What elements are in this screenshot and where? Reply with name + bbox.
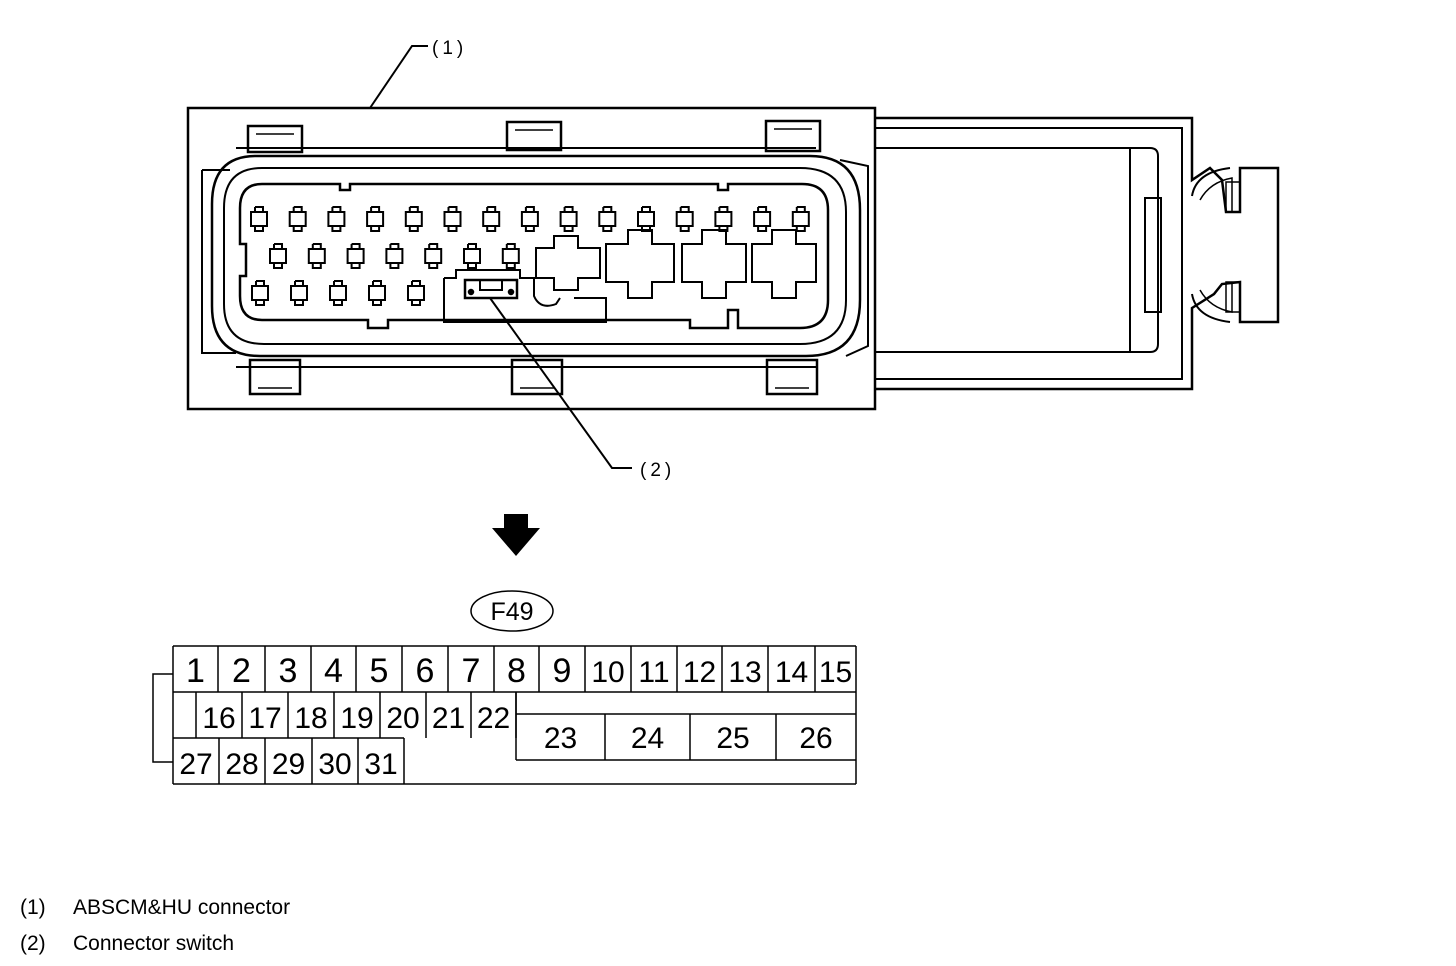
terminal-cavity [753, 206, 772, 232]
legend-item-number: (2) [20, 932, 46, 955]
pin-number: 15 [819, 656, 852, 689]
terminal-cavity [307, 243, 326, 269]
pin-cavity [238, 182, 830, 330]
terminal-cavity [327, 206, 346, 232]
pin-number: 22 [477, 702, 510, 735]
connector-face-outer [210, 154, 862, 358]
legend: (1) ABSCM&HU connector (2) Connector swi… [20, 890, 290, 962]
pin-number: 6 [416, 652, 435, 690]
terminal-cavity [791, 206, 810, 232]
pin-number: 8 [507, 652, 526, 690]
connector-id-badge: F49 [470, 590, 554, 632]
callout-1-label: (1) [432, 38, 467, 59]
legend-item-number: (1) [20, 896, 46, 919]
terminal-cavity [598, 206, 617, 232]
terminal-cavity [463, 243, 481, 269]
legend-item: (1) ABSCM&HU connector [20, 890, 290, 926]
terminal-cavity [251, 280, 269, 306]
pin-number: 2 [232, 652, 251, 690]
terminal-cavity [675, 206, 694, 232]
pin-number: 11 [638, 656, 669, 689]
pin-number: 18 [294, 702, 327, 735]
terminal-cavity [443, 206, 462, 232]
pin-number: 1 [186, 652, 205, 690]
pin-number: 30 [318, 748, 351, 781]
terminal-cavity [714, 206, 733, 232]
pin-number: 24 [631, 722, 664, 755]
pin-number: 16 [202, 702, 235, 735]
terminal-cavity [424, 243, 443, 269]
callout-2: (2) [489, 297, 675, 481]
terminal-cavity [407, 280, 425, 306]
terminal-cavity [404, 206, 423, 232]
terminal-cavity [269, 243, 287, 269]
abscm-hu-connector-drawing [186, 106, 1280, 411]
pin-number: 4 [324, 652, 343, 690]
pin-number: 9 [553, 652, 572, 690]
pin-number: 12 [683, 656, 716, 689]
connector-housing [186, 106, 877, 411]
pin-number: 20 [386, 702, 419, 735]
pin-number: 25 [716, 722, 749, 755]
pin-number: 23 [544, 722, 577, 755]
top-latches [246, 119, 822, 154]
terminal-cavity [637, 206, 655, 232]
terminal-cavity [385, 243, 404, 269]
terminal-cavity [482, 206, 501, 232]
legend-item: (2) Connector switch [20, 926, 290, 962]
pin-number: 28 [225, 748, 258, 781]
pin-number: 27 [179, 748, 212, 781]
callout-2-label: (2) [640, 460, 675, 481]
pin-number: 21 [432, 702, 465, 735]
pin-number: 3 [279, 652, 298, 690]
pin-number: 26 [799, 722, 832, 755]
pin-number: 5 [370, 652, 389, 690]
pin-number: 13 [728, 656, 761, 689]
terminal-cavity [290, 280, 308, 306]
pin-number: 14 [775, 656, 808, 689]
connector-lever [875, 116, 1280, 391]
bottom-latches [248, 358, 819, 396]
pin-number: 17 [248, 702, 281, 735]
terminal-cavity [288, 206, 307, 232]
terminal-cavity [250, 206, 268, 232]
callout-1: (1) [369, 38, 467, 109]
terminal-cavity [329, 280, 347, 306]
pin-number: 10 [591, 656, 624, 689]
terminal-cavity [366, 206, 385, 232]
large-terminal-cavities [535, 229, 817, 299]
terminal-cavity [346, 243, 365, 269]
terminal-cavity [559, 206, 578, 232]
terminal-cavity [520, 206, 539, 232]
pin-number: 7 [462, 652, 481, 690]
connector-id-label: F49 [490, 598, 533, 626]
legend-item-text: Connector switch [73, 932, 235, 955]
pin-number: 31 [364, 748, 397, 781]
small-terminal-cavities [250, 206, 810, 306]
pin-number: 19 [340, 702, 373, 735]
pin-number: 29 [272, 748, 305, 781]
terminal-cavity [368, 280, 386, 306]
down-arrow-icon [492, 514, 540, 556]
legend-item-text: ABSCM&HU connector [73, 896, 291, 919]
terminal-cavity [501, 243, 520, 269]
